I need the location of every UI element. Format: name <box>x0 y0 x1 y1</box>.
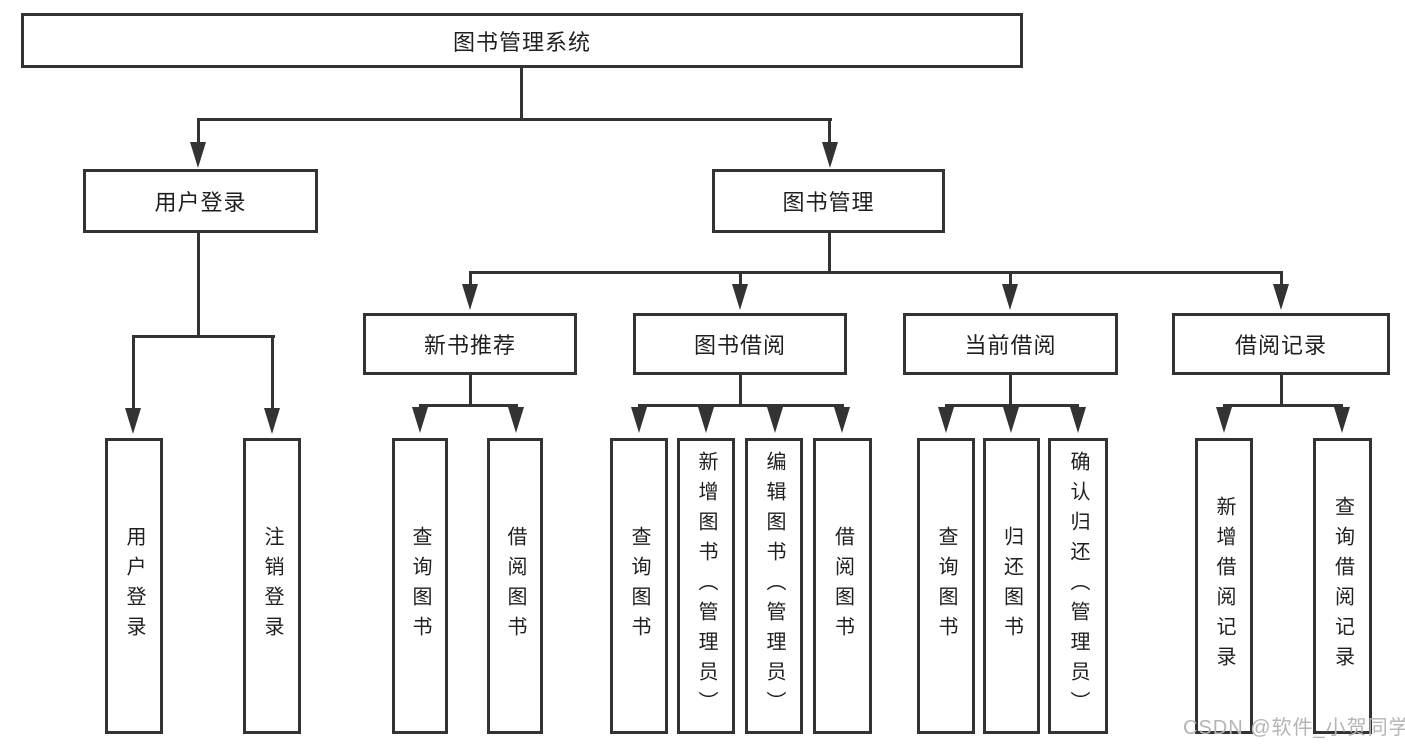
node-add-books-admin: 新增图书（管理员） <box>677 438 735 734</box>
node-user-login-leaf: 用户登录 <box>105 438 163 734</box>
node-borrowing-records: 借阅记录 <box>1172 313 1390 375</box>
node-current-borrowing: 当前借阅 <box>903 313 1118 375</box>
node-query-borrow-record: 查询借阅记录 <box>1313 438 1372 734</box>
node-edit-books-admin: 编辑图书（管理员） <box>745 438 803 734</box>
leaf-label: 借阅图书 <box>504 526 526 646</box>
connector-currentborrow-stem <box>1009 375 1012 407</box>
arrowhead-edit-books <box>767 407 783 433</box>
arrowhead-user-login <box>190 142 206 168</box>
node-query-books-borrowing: 查询图书 <box>610 438 668 734</box>
leaf-label: 归还图书 <box>1000 526 1023 646</box>
leaf-label: 注销登录 <box>261 526 283 646</box>
arrowhead-book-borrow <box>732 284 748 310</box>
node-book-borrowing: 图书借阅 <box>633 313 847 375</box>
leaf-label: 编辑图书（管理员） <box>763 451 785 721</box>
arrowhead-query-books-1 <box>412 407 428 433</box>
leaf-label: 查询借阅记录 <box>1331 496 1354 676</box>
node-new-book-recommendation: 新书推荐 <box>363 313 577 375</box>
connector-records-branch <box>1223 404 1343 407</box>
node-query-books-current: 查询图书 <box>917 438 975 734</box>
arrowhead-confirm-return <box>1070 407 1086 433</box>
connector-root-branch <box>197 118 832 121</box>
arrowhead-borrow-books-2 <box>834 407 850 433</box>
connector-newbook-stem <box>469 375 472 407</box>
connector-drop-new-book <box>469 271 472 286</box>
connector-bookborrow-stem <box>739 375 742 407</box>
connector-drop-login-leaf <box>132 335 135 410</box>
arrowhead-add-books <box>698 407 714 433</box>
arrowhead-book-mgmt <box>822 142 838 168</box>
arrowhead-login-leaf <box>125 408 141 434</box>
connector-currentborrow-branch <box>945 404 1079 407</box>
arrowhead-current-borrow <box>1002 284 1018 310</box>
node-borrow-books-recommend: 借阅图书 <box>487 438 543 734</box>
watermark: CSDN @软件_小贺同学 <box>1183 717 1405 739</box>
node-confirm-return-admin: 确认归还（管理员） <box>1048 438 1108 734</box>
arrowhead-add-record <box>1216 407 1232 433</box>
arrowhead-return-books <box>1003 407 1019 433</box>
connector-userlogin-branch <box>132 335 275 338</box>
connector-drop-logout-leaf <box>271 335 274 410</box>
leaf-label: 借阅图书 <box>831 526 854 646</box>
node-borrow-books-borrowing: 借阅图书 <box>813 438 872 734</box>
node-add-borrow-record: 新增借阅记录 <box>1195 438 1253 734</box>
connector-newbook-branch <box>419 404 518 407</box>
arrowhead-new-book <box>462 284 478 310</box>
leaf-label: 用户登录 <box>123 526 145 646</box>
node-book-management: 图书管理 <box>712 169 945 233</box>
arrowhead-query-books-3 <box>938 407 954 433</box>
leaf-label: 查询图书 <box>409 526 431 646</box>
connector-root-stem <box>520 66 523 120</box>
node-logout-leaf: 注销登录 <box>243 438 301 734</box>
arrowhead-query-record <box>1334 407 1350 433</box>
leaf-label: 查询图书 <box>628 526 650 646</box>
arrowhead-borrow-books-1 <box>508 407 524 433</box>
connector-records-stem <box>1280 375 1283 407</box>
leaf-label: 新增借阅记录 <box>1213 496 1235 676</box>
connector-bookborrow-branch <box>638 404 844 407</box>
connector-drop-borrow-records <box>1280 271 1283 286</box>
node-root: 图书管理系统 <box>21 13 1023 68</box>
connector-bookmgmt-stem <box>828 233 831 274</box>
connector-drop-book-mgmt <box>828 118 831 144</box>
connector-userlogin-stem <box>197 233 200 338</box>
connector-drop-current-borrow <box>1009 271 1012 286</box>
node-user-login: 用户登录 <box>83 169 318 233</box>
arrowhead-query-books-2 <box>631 407 647 433</box>
node-query-books-recommend: 查询图书 <box>392 438 448 734</box>
node-return-books: 归还图书 <box>983 438 1040 734</box>
leaf-label: 新增图书（管理员） <box>695 451 717 721</box>
arrowhead-logout-leaf <box>264 408 280 434</box>
arrowhead-borrow-records <box>1273 284 1289 310</box>
connector-drop-book-borrow <box>739 271 742 286</box>
connector-drop-user-login <box>197 118 200 144</box>
leaf-label: 查询图书 <box>935 526 957 646</box>
connector-bookmgmt-branch <box>469 271 1283 274</box>
leaf-label: 确认归还（管理员） <box>1067 451 1089 721</box>
